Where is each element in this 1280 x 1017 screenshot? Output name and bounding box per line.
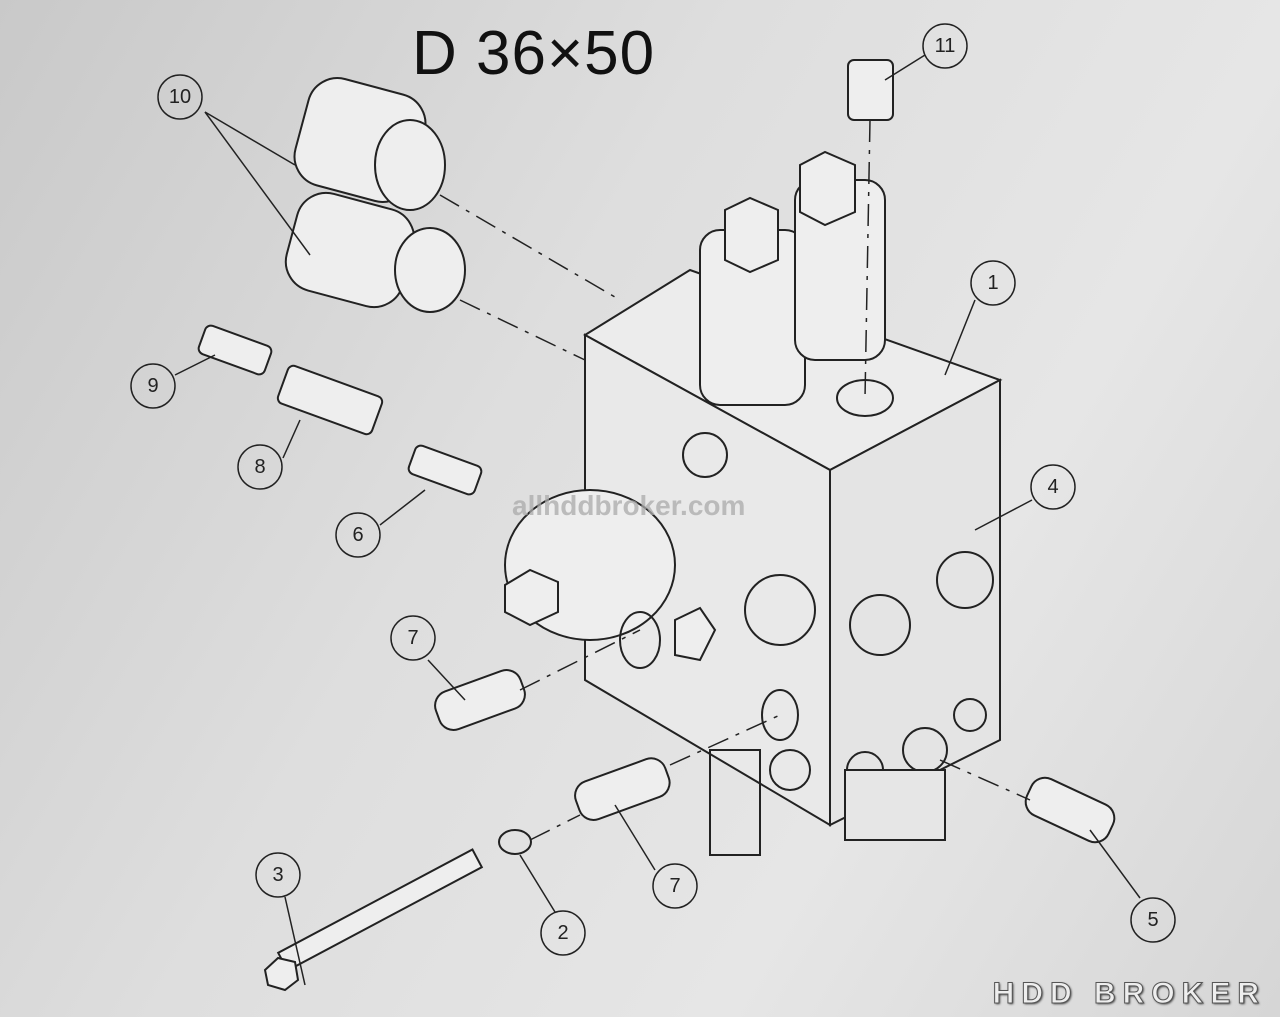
- callout-4: 4: [1030, 464, 1076, 510]
- callout-9: 9: [130, 363, 176, 409]
- solenoid-coil: [504, 489, 717, 669]
- callout-7b: 7: [652, 863, 698, 909]
- svg-text:7: 7: [669, 875, 680, 897]
- callout-2: 2: [540, 910, 586, 956]
- svg-text:11: 11: [935, 35, 956, 57]
- callout-8: 8: [237, 444, 283, 490]
- watermark: allhddbroker.com: [512, 490, 746, 521]
- valve-block: [583, 150, 1003, 856]
- svg-text:9: 9: [147, 375, 158, 397]
- svg-text:2: 2: [557, 922, 568, 944]
- leader-lines: [174, 54, 1141, 986]
- assembly-lines: [439, 119, 1031, 841]
- svg-text:1: 1: [987, 272, 998, 294]
- svg-text:10: 10: [169, 86, 191, 108]
- brand-logo: HDD BROKER: [992, 977, 1266, 1011]
- fittings: [197, 59, 1116, 992]
- callout-7a: 7: [390, 615, 436, 661]
- svg-text:5: 5: [1147, 909, 1158, 931]
- svg-text:6: 6: [352, 524, 363, 546]
- svg-text:4: 4: [1047, 476, 1058, 498]
- svg-text:3: 3: [272, 864, 283, 886]
- callout-3: 3: [255, 852, 301, 898]
- callout-1: 1: [970, 260, 1016, 306]
- callout-10: 10: [157, 74, 203, 120]
- callout-6: 6: [335, 512, 381, 558]
- callout-5: 5: [1130, 897, 1176, 943]
- callout-11: 11: [922, 23, 968, 69]
- svg-text:8: 8: [254, 456, 265, 478]
- diagram-title: D 36×50: [412, 19, 656, 88]
- svg-text:7: 7: [407, 627, 418, 649]
